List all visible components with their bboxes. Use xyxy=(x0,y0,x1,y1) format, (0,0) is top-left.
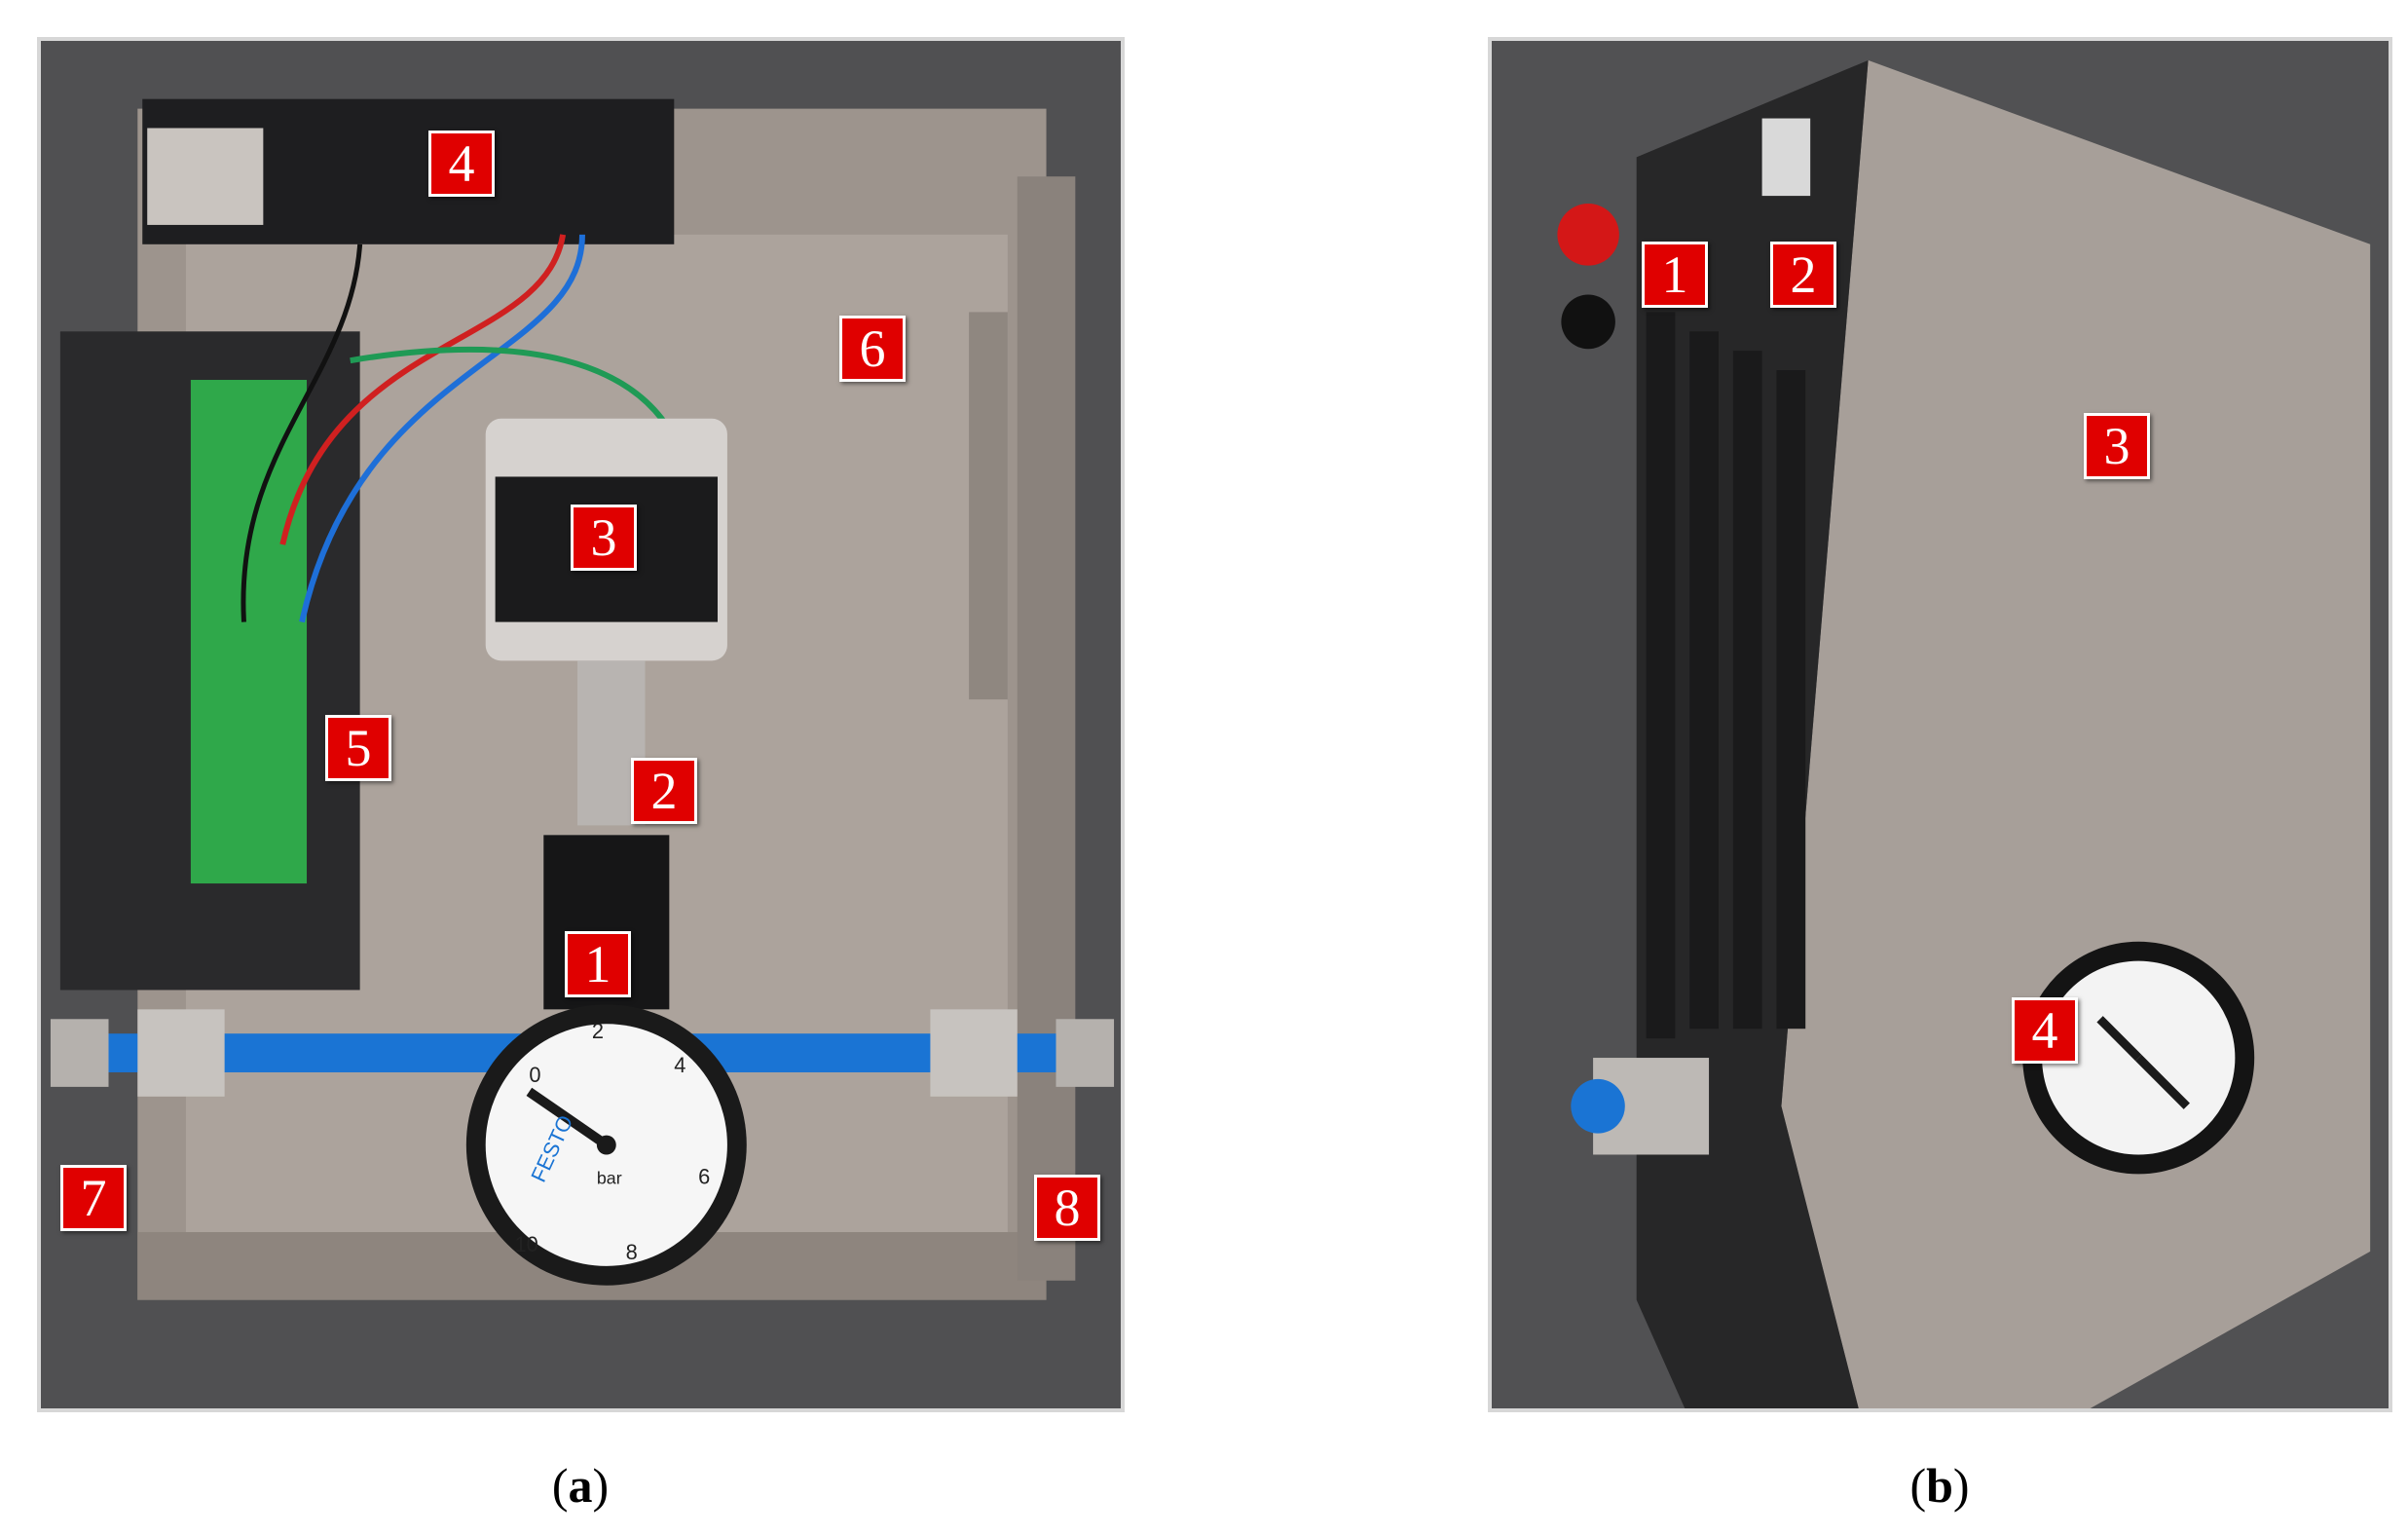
panel-b-marker-4: 4 xyxy=(2012,997,2078,1064)
panel-b-photo xyxy=(1488,37,2392,1412)
gauge-tick-10: 10 xyxy=(514,1232,537,1256)
panel-a-marker-2: 2 xyxy=(631,758,697,824)
gauge-tick-8: 8 xyxy=(626,1240,638,1264)
caption-a: (a) xyxy=(483,1457,678,1514)
usb-port xyxy=(1761,118,1811,197)
gauge-tick-0: 0 xyxy=(529,1063,540,1087)
panel-a-marker-1: 1 xyxy=(565,931,631,997)
gauge-tick-2: 2 xyxy=(592,1019,604,1043)
caption-b-close: ) xyxy=(1952,1458,1970,1513)
caption-b-open: ( xyxy=(1909,1458,1927,1513)
housing-top xyxy=(1781,59,2371,1408)
caption-a-open: ( xyxy=(551,1458,569,1513)
panel-b-marker-3: 3 xyxy=(2084,413,2150,479)
caption-a-close: ) xyxy=(592,1458,610,1513)
power-jack-red xyxy=(1557,204,1619,266)
panel-a-marker-5: 5 xyxy=(325,715,391,781)
panel-a-marker-3: 3 xyxy=(571,505,637,571)
caption-a-letter: a xyxy=(568,1458,593,1513)
caption-b: (b) xyxy=(1842,1457,2037,1514)
panel-a-marker-7: 7 xyxy=(60,1165,127,1231)
panel-a-marker-6: 6 xyxy=(839,316,906,382)
panel-a-photo: FESTO bar 0 2 4 6 8 10 xyxy=(37,37,1125,1412)
panel-b-illustration xyxy=(1492,41,2389,1408)
gauge-unit-label: bar xyxy=(597,1168,622,1187)
panel-b-marker-2: 2 xyxy=(1770,242,1836,308)
panel-b-marker-1: 1 xyxy=(1642,242,1708,308)
panel-a-illustration: FESTO bar 0 2 4 6 8 10 xyxy=(41,41,1121,1408)
caption-b-letter: b xyxy=(1926,1458,1953,1513)
power-jack-black xyxy=(1561,294,1615,350)
panel-a-marker-8: 8 xyxy=(1034,1175,1100,1241)
gauge-tick-4: 4 xyxy=(674,1053,685,1077)
gauge-tick-6: 6 xyxy=(698,1164,710,1188)
panel-a-marker-4: 4 xyxy=(428,131,495,197)
